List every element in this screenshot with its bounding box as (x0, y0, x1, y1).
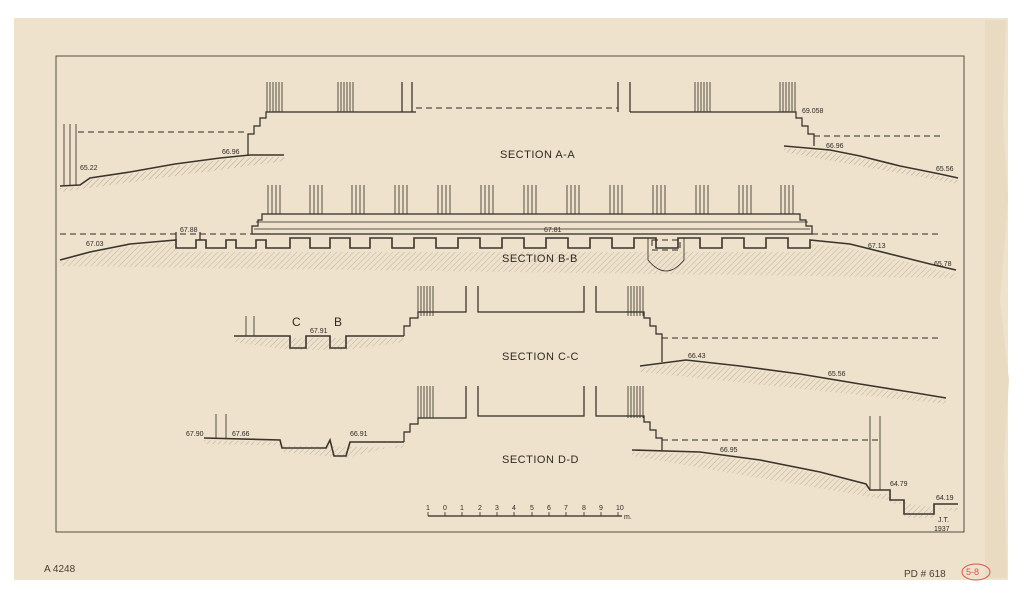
scale-tick-label: 2 (478, 505, 482, 512)
section-c-marker-c: C (292, 315, 301, 329)
section-d-title: SECTION D-D (502, 454, 579, 466)
section-b-cistern (647, 238, 685, 272)
section-a-elev-4: 66.96 (826, 143, 844, 150)
section-a-elev-2: 66.96 (222, 149, 240, 156)
section-b-elev-3: 67.81 (544, 227, 562, 234)
section-c-elev-1: 67.91 (310, 328, 328, 335)
scale-tick-label: 10 (616, 505, 624, 512)
section-a-ground-right (783, 145, 959, 179)
stamp-circle (961, 563, 991, 581)
section-a-elev-5: 65.56 (936, 166, 954, 173)
section-a-elev-3: 69.058 (802, 108, 824, 115)
signature-initials: J.T. (938, 517, 949, 524)
section-d-elev-4: 66.95 (720, 447, 738, 454)
scale-tick-label: 1 (426, 505, 430, 512)
section-a-elev-1: 65.22 (80, 165, 98, 172)
section-b-colonnade (267, 185, 794, 214)
section-a-a: SECTION A-A 65.22 66.96 69.058 66.96 65.… (59, 82, 959, 192)
paper-sheet (14, 18, 1008, 580)
inventory-number: A 4248 (44, 564, 76, 575)
section-a-ground-left (59, 154, 284, 187)
reference-number: PD # 618 (904, 569, 946, 580)
scale-tick-label: 8 (582, 505, 586, 512)
section-b-elev-1: 67.03 (86, 241, 104, 248)
scale-tick-label: 7 (564, 505, 568, 512)
section-d-ground-left (203, 437, 404, 457)
scale-tick-label: 1 (460, 505, 464, 512)
section-b-elev-4: 67.13 (868, 243, 886, 250)
scale-tick-label: 0 (443, 505, 447, 512)
section-a-title: SECTION A-A (500, 149, 575, 161)
section-d-d: SECTION D-D 67.90 67.66 66.91 66.95 64.7… (186, 386, 958, 518)
scale-tick-label: 5 (530, 505, 534, 512)
section-d-elev-6: 64.19 (936, 495, 954, 502)
section-c-marker-b: B (334, 315, 342, 329)
section-c-elev-3: 65.56 (828, 371, 846, 378)
section-b-elev-5: 65.78 (934, 261, 952, 268)
section-d-elev-3: 66.91 (350, 431, 368, 438)
section-c-ground-right (639, 359, 947, 399)
scale-unit: m. (624, 514, 632, 521)
section-c-c: C B SECTION C-C 67.91 66.43 65.56 (234, 286, 947, 404)
paper-torn-edge (985, 20, 1009, 578)
section-b-b: SECTION B-B 67.03 67.88 67.81 67.13 65.7… (59, 185, 957, 278)
section-d-elev-2: 67.66 (232, 431, 250, 438)
section-d-elev-1: 67.90 (186, 431, 204, 438)
section-c-title: SECTION C-C (502, 351, 579, 363)
section-b-title: SECTION B-B (502, 253, 578, 265)
section-c-elev-2: 66.43 (688, 353, 706, 360)
scale-tick-label: 3 (495, 505, 499, 512)
section-d-elev-5: 64.79 (890, 481, 908, 488)
scale-tick-label: 9 (599, 505, 603, 512)
scale-tick-label: 6 (547, 505, 551, 512)
section-b-ground (59, 237, 957, 271)
scale-tick-label: 4 (512, 505, 516, 512)
section-b-elev-2: 67.88 (180, 227, 198, 234)
stamp-number: 5-8 (966, 567, 979, 577)
signature-year: 1937 (934, 526, 950, 533)
drawing-frame (55, 55, 965, 533)
